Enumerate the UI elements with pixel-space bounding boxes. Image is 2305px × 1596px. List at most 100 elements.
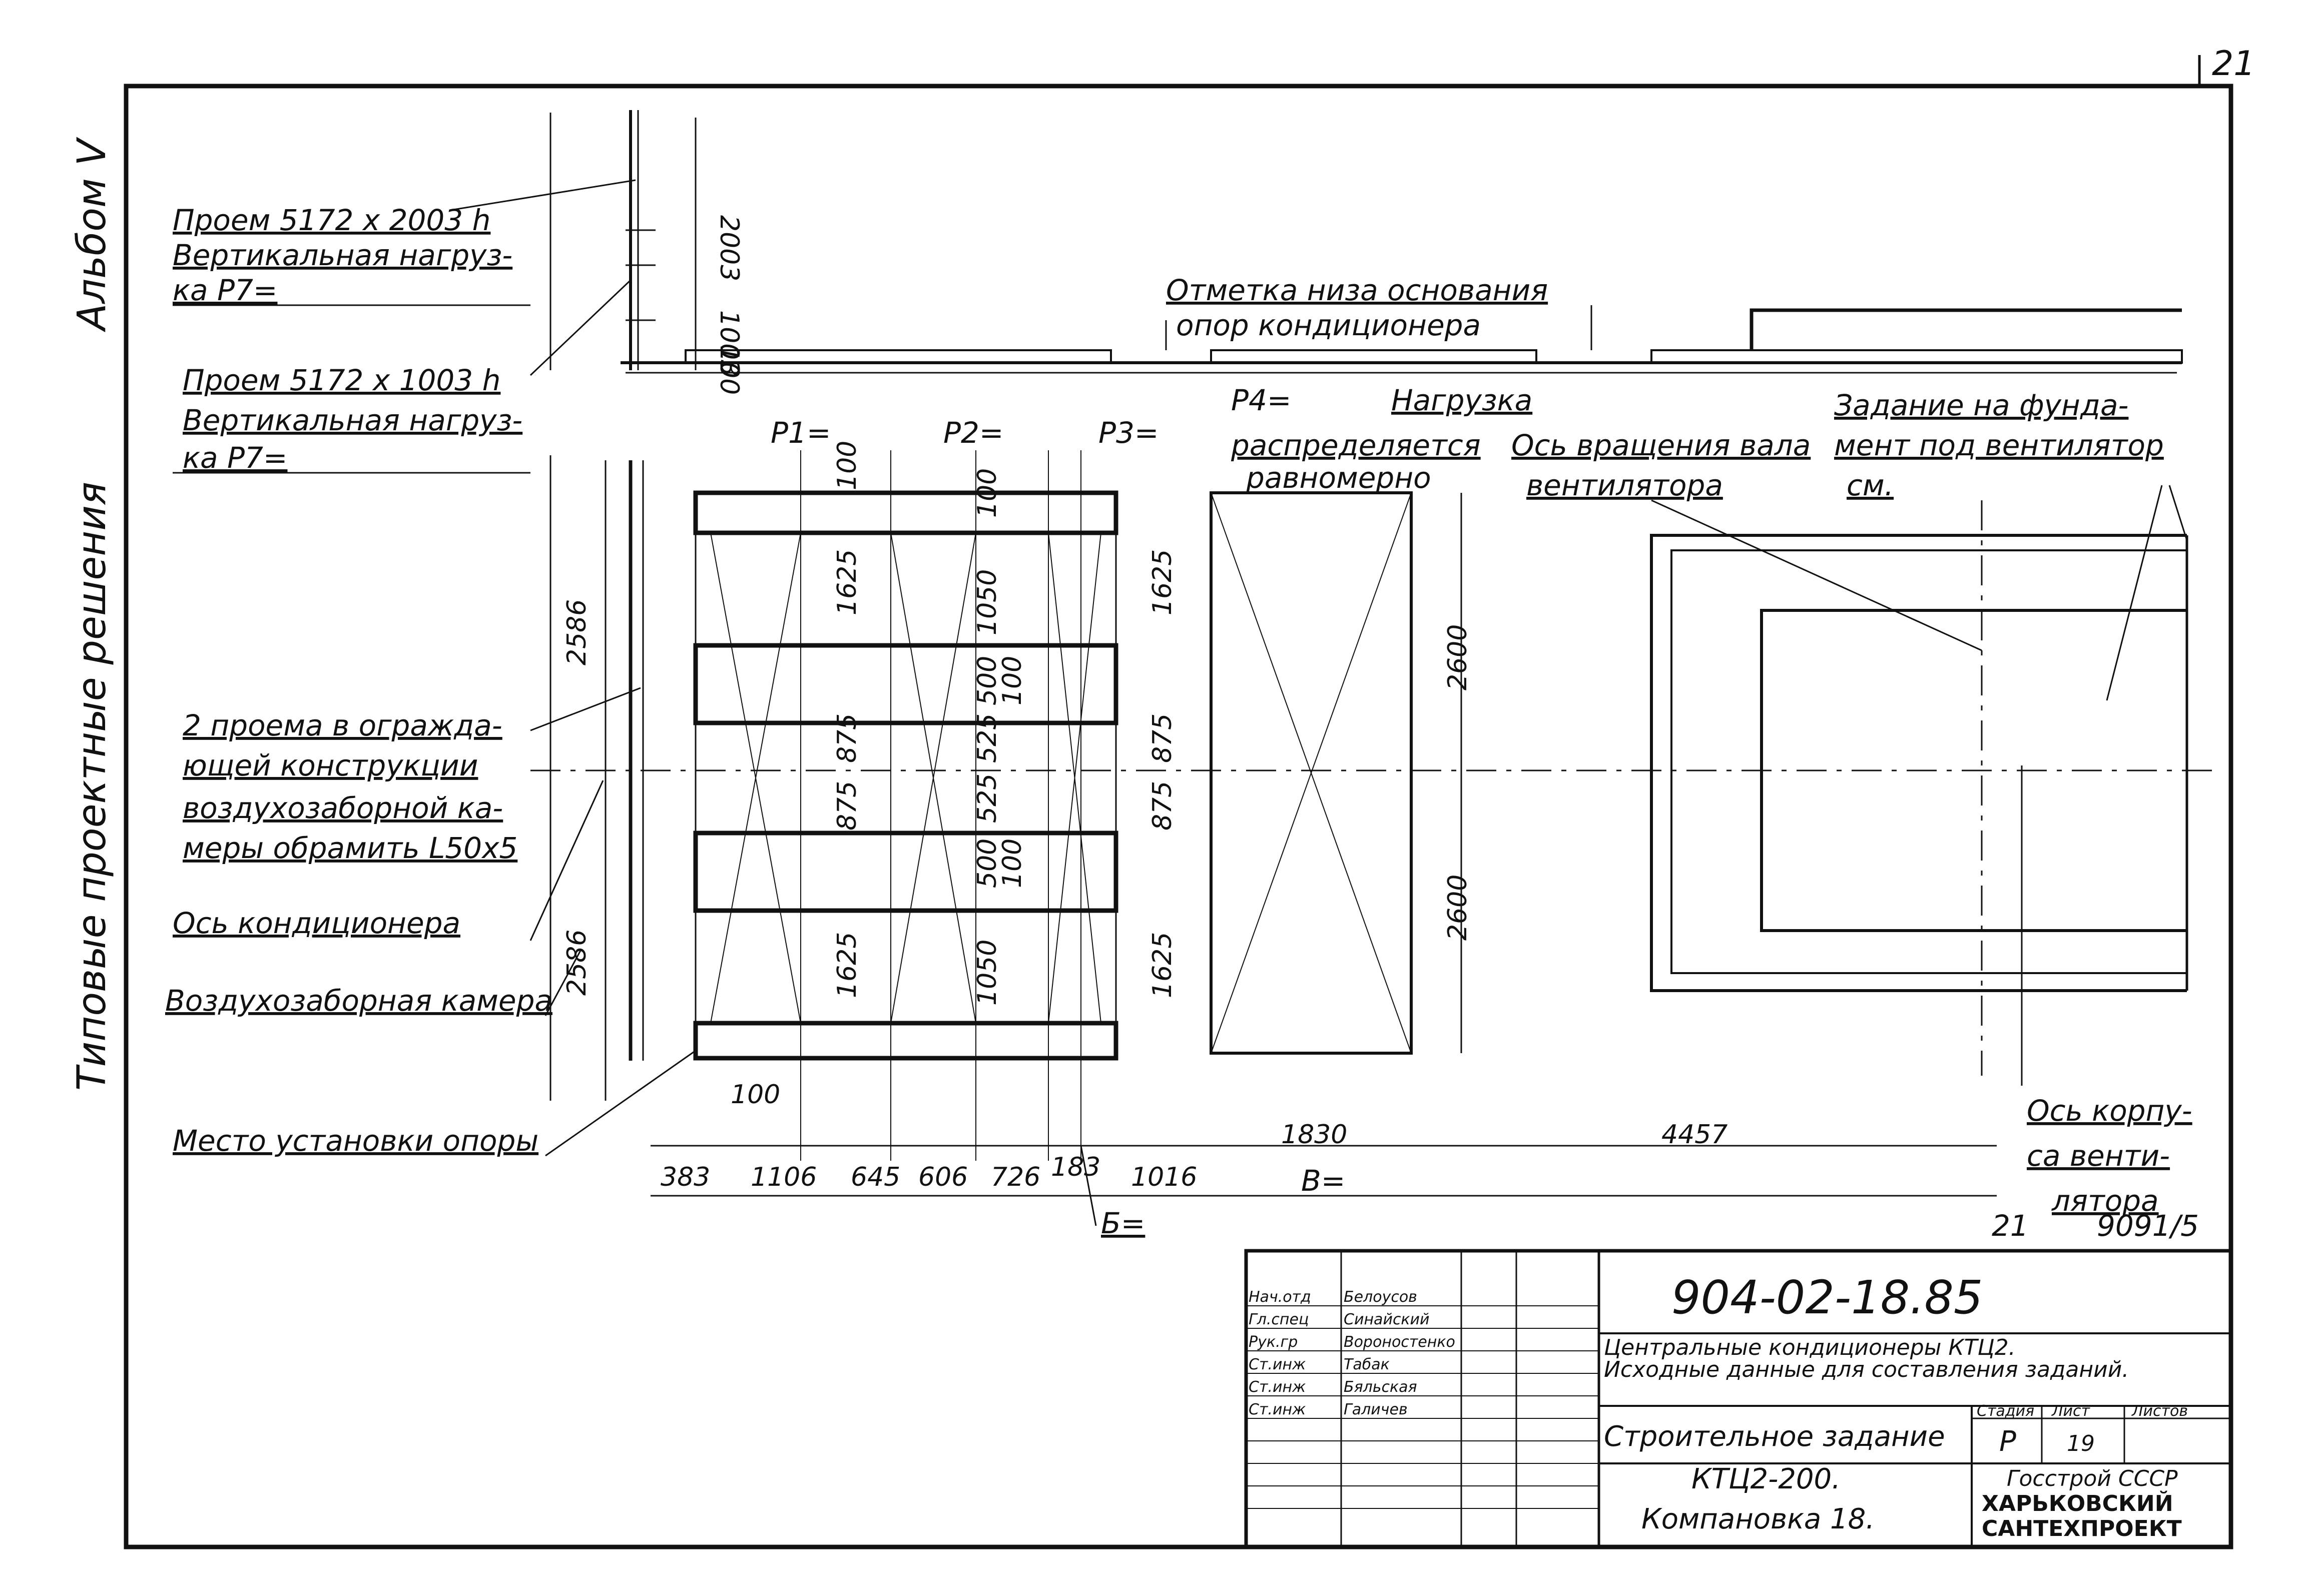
left-notes: Проем 5172 x 2003 h Вертикальная нагруз-… (165, 203, 552, 1158)
note-task-a: Задание на фунда- (1834, 388, 2128, 422)
org-line-2: ХАРЬКОВСКИЙ (1982, 1490, 2173, 1516)
dim-100-top: 100 (714, 345, 744, 395)
side-album-label: Альбом V (70, 137, 115, 333)
note-support: Место установки опоры (173, 1124, 538, 1158)
dim-875-a: 875 (832, 713, 862, 763)
doc-model-2: Компановка 18. (1641, 1503, 1875, 1535)
stage-value: Р (1999, 1425, 2016, 1458)
role-2: Гл.спец (1249, 1311, 1309, 1328)
fan-foundation (1210, 491, 1462, 1055)
name-3: Вороностенко (1344, 1333, 1455, 1351)
dim-1050-a: 1050 (972, 569, 1002, 635)
rail-dimensions: 100 100 1625 1625 1050 500 100 875 875 5… (731, 441, 1178, 1110)
note-case-axis-a: Ось корпу- (2027, 1094, 2192, 1128)
role-1: Нач.отд (1249, 1288, 1311, 1306)
doc-description-2: Исходные данные для составления заданий. (1604, 1357, 2129, 1382)
note-frame-a: 2 проема в огражда- (183, 708, 502, 742)
dim-875-b: 875 (1147, 713, 1178, 763)
label-p1: P1= (771, 416, 831, 450)
role-4: Ст.инж (1249, 1356, 1306, 1373)
side-series-label: Типовые проектные решения (70, 482, 115, 1091)
org-line-3: САНТЕХПРОЕКТ (1982, 1516, 2182, 1541)
note-load-dist-a: Нагрузка (1391, 383, 1532, 417)
doc-description-1: Центральные кондиционеры КТЦ2. (1604, 1335, 2016, 1360)
dim-100-b: 100 (972, 468, 1002, 518)
note-fan-axis-b: вентилятора (1526, 468, 1723, 502)
sheet-number: 21 (2212, 44, 2255, 84)
dim-1050-b: 1050 (972, 940, 1002, 1006)
dim-1625-a: 1625 (832, 549, 862, 615)
note-task-c: см. (1847, 468, 1894, 502)
plan-left-wall (530, 455, 2212, 1101)
label-b: В= (1301, 1164, 1345, 1198)
name-2: Синайский (1344, 1311, 1430, 1328)
note-frame-b: ющей конструкции (183, 748, 478, 782)
dim-1830: 1830 (1281, 1120, 1347, 1150)
top-note-leaders (1651, 485, 2188, 1086)
dim-1625-c: 1625 (832, 932, 862, 998)
role-6: Ст.инж (1249, 1401, 1306, 1418)
note-load-1b: ка P7= (173, 273, 278, 307)
label-b2: Б= (1101, 1206, 1145, 1240)
name-4: Табак (1344, 1356, 1390, 1373)
dim-100-c: 100 (997, 656, 1027, 705)
dim-2600-upper: 2600 (1443, 624, 1473, 690)
name-6: Галичев (1344, 1401, 1408, 1418)
note-intake: Воздухозаборная камера (165, 984, 552, 1018)
dim-525-b: 525 (972, 773, 1002, 823)
bottom-dimension-lines (651, 1145, 1997, 1226)
col-sheet: Лист (2051, 1402, 2091, 1420)
dim-2600-lower: 2600 (1443, 875, 1473, 941)
note-opening-1: Проем 5172 x 2003 h (173, 203, 490, 237)
fan-casing (1650, 500, 2188, 1076)
title-block-grid (1244, 1249, 2233, 1549)
dim-525-a: 525 (972, 713, 1002, 763)
note-base-mark-a: Отметка низа основания (1166, 273, 1548, 307)
label-p2: P2= (943, 416, 1003, 450)
note-task-b: мент под вентилятор (1834, 428, 2164, 462)
note-load-1a: Вертикальная нагруз- (173, 238, 512, 272)
elevation-strip (549, 110, 2183, 374)
note-fan-axis-a: Ось вращения вала (1511, 428, 1811, 462)
col-sheets: Листов (2131, 1402, 2188, 1420)
name-5: Бяльская (1344, 1378, 1417, 1396)
note-load-2b: ка P7= (183, 441, 288, 475)
label-p4: P4= (1231, 383, 1291, 417)
dim-100-a: 100 (832, 441, 862, 490)
left-note-leaders (173, 179, 696, 1157)
sheet-ref: 21 (1992, 1209, 2029, 1243)
role-5: Ст.инж (1249, 1378, 1306, 1396)
doc-number: 904-02-18.85 (1671, 1271, 1983, 1324)
dim-1625-d: 1625 (1147, 932, 1178, 998)
sheet-code: 9091/5 (2097, 1209, 2199, 1243)
dim-1106: 1106 (751, 1162, 817, 1192)
dim-726: 726 (991, 1162, 1040, 1192)
note-frame-c: воздухозаборной ка- (183, 791, 503, 825)
dim-383: 383 (661, 1162, 710, 1192)
dim-4457: 4457 (1661, 1120, 1727, 1150)
dim-645: 645 (851, 1162, 900, 1192)
dim-183: 183 (1051, 1152, 1100, 1182)
org-line-1: Госстрой СССР (2007, 1466, 2178, 1491)
signature-roles: Нач.отд Белоусов Гл.спец Синайский Рук.г… (1249, 1288, 1455, 1418)
note-opening-2: Проем 5172 x 1003 h (183, 363, 500, 397)
col-stage: Стадия (1977, 1402, 2034, 1420)
note-load-2a: Вертикальная нагруз- (183, 403, 522, 437)
dim-1625-b: 1625 (1147, 549, 1178, 615)
dim-606: 606 (918, 1162, 968, 1192)
top-notes: Отметка низа основания опор кондиционера… (771, 273, 2199, 1243)
dim-100-e: 100 (731, 1080, 780, 1110)
doc-section: Строительное задание (1604, 1420, 1945, 1453)
note-frame-d: меры обрамить L50x5 (183, 831, 517, 865)
note-case-axis-c: лятора (2051, 1184, 2159, 1218)
dim-100-d: 100 (997, 839, 1027, 888)
dim-1016: 1016 (1131, 1162, 1197, 1192)
sheet-value: 19 (2067, 1431, 2095, 1456)
note-load-dist-c: равномерно (1246, 461, 1431, 495)
dim-1003: 1003 (714, 310, 744, 376)
ac-support-rails (693, 450, 1118, 1161)
note-load-dist-b: распределяется (1231, 428, 1481, 462)
note-ac-axis: Ось кондиционера (173, 906, 460, 940)
label-p3: P3= (1098, 416, 1159, 450)
note-case-axis-b: са венти- (2027, 1139, 2170, 1173)
